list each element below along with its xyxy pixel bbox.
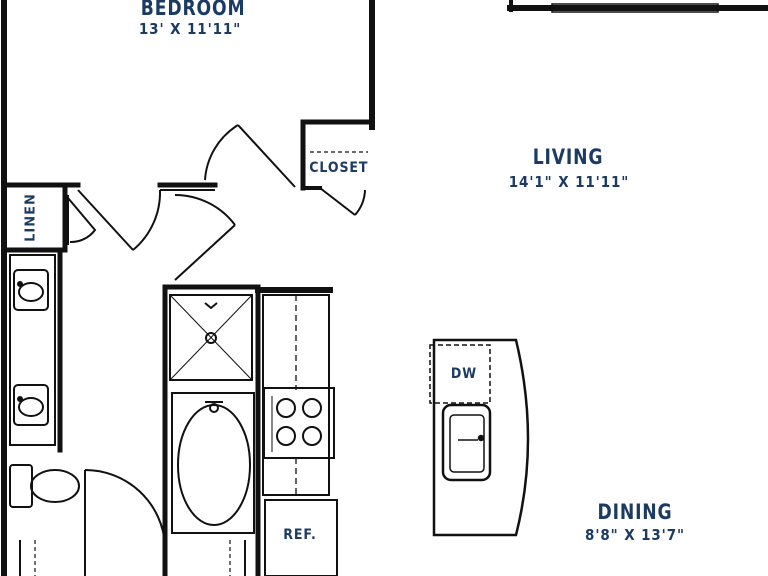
vanity xyxy=(9,254,56,446)
living-name: LIVING xyxy=(532,145,604,169)
toilet xyxy=(9,464,80,508)
hall-door xyxy=(77,189,162,251)
bathtub xyxy=(171,392,255,534)
dw-label: DW xyxy=(450,366,478,382)
sink-1 xyxy=(13,269,49,311)
sink-2 xyxy=(13,384,49,426)
bedroom-dimensions: 13' X 11'11" xyxy=(138,20,242,38)
island-sink xyxy=(441,403,492,482)
kitchen-counter xyxy=(262,294,338,576)
hall-lines xyxy=(19,540,246,576)
linen-door xyxy=(67,195,97,245)
dining-name: DINING xyxy=(597,500,673,524)
dining-dimensions: 8'8" X 13'7" xyxy=(585,526,685,544)
refrigerator xyxy=(264,499,338,576)
bath-door xyxy=(84,468,166,576)
bedroom-door xyxy=(160,124,296,281)
living-dimensions: 14'1" X 11'11" xyxy=(508,173,630,191)
shower xyxy=(169,294,253,381)
kitchen-island xyxy=(429,338,530,537)
closet-door xyxy=(310,151,368,216)
dishwasher xyxy=(429,344,491,404)
bedroom-name: BEDROOM xyxy=(140,0,246,20)
linen-label: LINEN xyxy=(23,193,39,242)
range xyxy=(263,387,335,459)
ref-label: REF. xyxy=(283,527,317,543)
living-window xyxy=(551,3,719,13)
closet-label: CLOSET xyxy=(309,160,369,176)
